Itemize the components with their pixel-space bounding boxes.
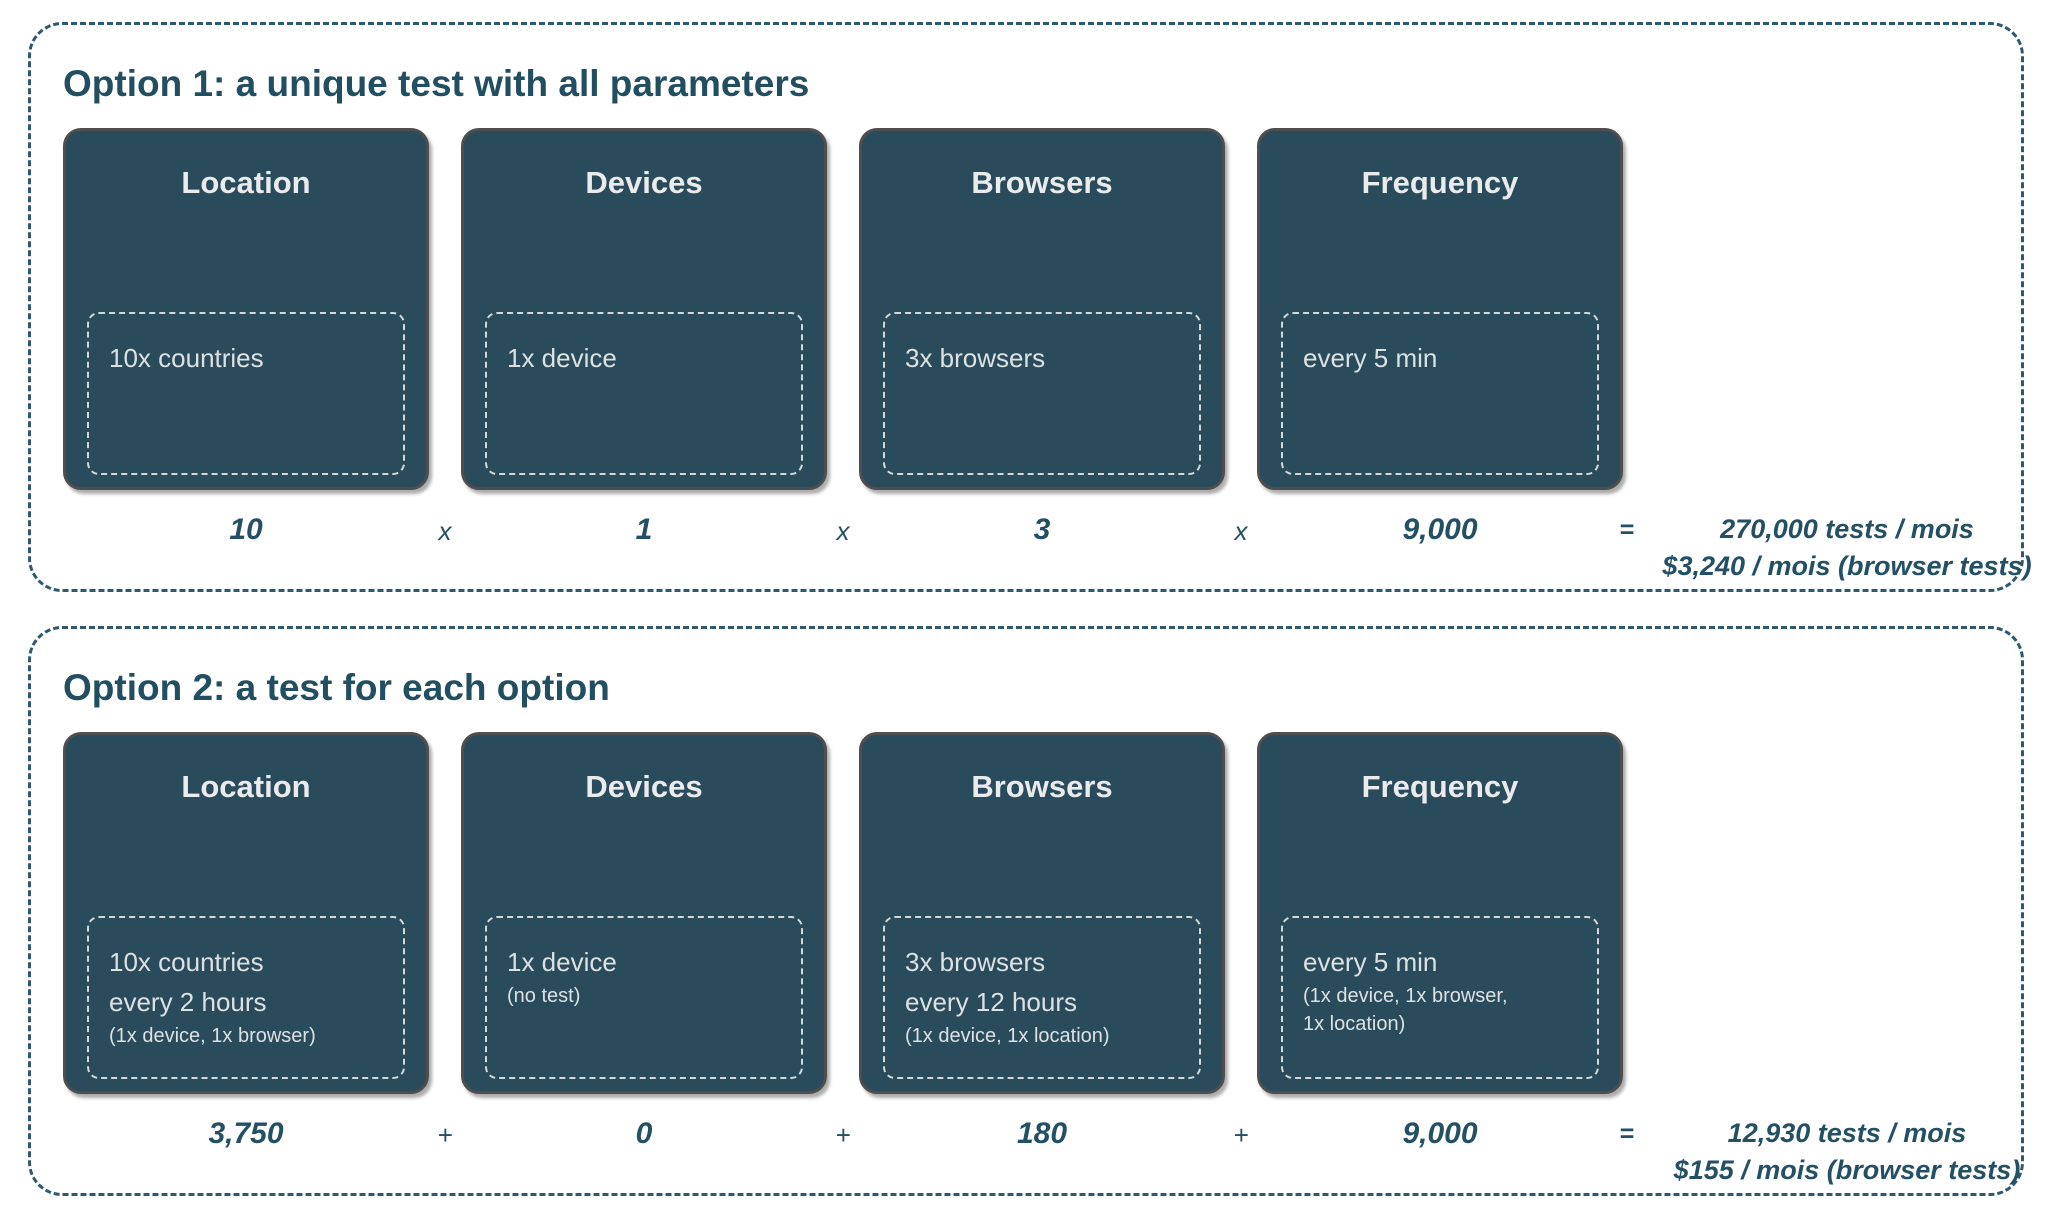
total-tests: 12,930 tests / mois bbox=[1727, 1118, 1967, 1148]
card-title: Browsers bbox=[971, 769, 1113, 804]
card-title: Frequency bbox=[1361, 769, 1519, 804]
card-value-line: every 2 hours bbox=[109, 987, 267, 1017]
card-frequency: Frequency every 5 min (1x device, 1x bro… bbox=[1257, 732, 1623, 1094]
card-title: Browsers bbox=[971, 165, 1113, 200]
card-frequency: Frequency every 5 min bbox=[1257, 128, 1623, 490]
section-title: Option 1: a unique test with all paramet… bbox=[63, 63, 810, 104]
card-devices: Devices 1x device bbox=[461, 128, 827, 490]
calculation-row: 3,750 + 0 + 180 + 9,000 bbox=[63, 1117, 1623, 1151]
calc-value: 1 bbox=[635, 513, 653, 546]
section-title: Option 2: a test for each option bbox=[63, 667, 610, 708]
option-2-section: Option 2: a test for each option Locatio… bbox=[28, 626, 2024, 1196]
calc-operator: + bbox=[835, 1120, 851, 1150]
card-value-box: every 5 min bbox=[1281, 312, 1599, 475]
option-1-section: Option 1: a unique test with all paramet… bbox=[28, 22, 2032, 592]
card-value-note: (1x device, 1x browser) bbox=[109, 1025, 316, 1047]
card-browsers: Browsers 3x browsers bbox=[859, 128, 1225, 490]
card-title: Frequency bbox=[1361, 165, 1519, 200]
equals-sign: = bbox=[1619, 1120, 1635, 1148]
calc-value: 3,750 bbox=[208, 1117, 284, 1150]
calc-value: 180 bbox=[1016, 1117, 1068, 1150]
calculation-total: = 12,930 tests / mois $155 / mois (brows… bbox=[1607, 1115, 2046, 1189]
card-value-note: (1x device, 1x browser, bbox=[1303, 985, 1508, 1007]
card-value-box: 1x device bbox=[485, 312, 803, 475]
calc-operator: x bbox=[836, 516, 850, 546]
card-value-line: 3x browsers bbox=[905, 343, 1046, 373]
calc-operator: + bbox=[1233, 1120, 1249, 1150]
card-value-note: (no test) bbox=[507, 985, 581, 1007]
card-value-line: every 5 min bbox=[1303, 947, 1438, 977]
card-value-line: every 12 hours bbox=[905, 987, 1077, 1017]
card-value-line: 10x countries bbox=[109, 343, 264, 373]
total-tests: 270,000 tests / mois bbox=[1720, 514, 1974, 544]
card-value-box: every 5 min (1x device, 1x browser, 1x l… bbox=[1281, 916, 1599, 1079]
card-value-box: 10x countries every 2 hours (1x device, … bbox=[87, 916, 405, 1079]
cards-row: Location 10x countries Devices 1x device bbox=[63, 128, 1623, 490]
calculation-total: = 270,000 tests / mois $3,240 / mois (br… bbox=[1607, 511, 2046, 585]
total-lines: 270,000 tests / mois $3,240 / mois (brow… bbox=[1647, 511, 2046, 585]
card-value-box: 1x device (no test) bbox=[485, 916, 803, 1079]
card-title: Location bbox=[181, 165, 311, 200]
calc-value: 0 bbox=[635, 1117, 653, 1150]
total-price: $155 / mois (browser tests) bbox=[1673, 1155, 2021, 1185]
calc-value: 10 bbox=[229, 513, 263, 546]
card-devices: Devices 1x device (no test) bbox=[461, 732, 827, 1094]
card-value-box: 10x countries bbox=[87, 312, 405, 475]
calc-operator: x bbox=[438, 516, 452, 546]
calc-value: 9,000 bbox=[1402, 1117, 1478, 1150]
card-location: Location 10x countries bbox=[63, 128, 429, 490]
card-title: Devices bbox=[585, 769, 703, 804]
card-browsers: Browsers 3x browsers every 12 hours (1x … bbox=[859, 732, 1225, 1094]
card-value-note: 1x location) bbox=[1303, 1013, 1406, 1035]
equals-sign: = bbox=[1619, 516, 1635, 544]
card-location: Location 10x countries every 2 hours (1x… bbox=[63, 732, 429, 1094]
calc-operator: x bbox=[1234, 516, 1248, 546]
calc-value: 9,000 bbox=[1402, 513, 1478, 546]
card-value-box: 3x browsers every 12 hours (1x device, 1… bbox=[883, 916, 1201, 1079]
cards-row: Location 10x countries every 2 hours (1x… bbox=[63, 732, 1623, 1094]
card-value-line: 3x browsers bbox=[905, 947, 1046, 977]
card-value-note: (1x device, 1x location) bbox=[905, 1025, 1110, 1047]
card-title: Location bbox=[181, 769, 311, 804]
calculation-row: 10 x 1 x 3 x 9,000 bbox=[63, 513, 1623, 547]
total-lines: 12,930 tests / mois $155 / mois (browser… bbox=[1647, 1115, 2046, 1189]
card-value-line: every 5 min bbox=[1303, 343, 1438, 373]
card-value-line: 10x countries bbox=[109, 947, 264, 977]
calc-operator: + bbox=[437, 1120, 453, 1150]
calc-value: 3 bbox=[1033, 513, 1051, 546]
card-value-line: 1x device bbox=[507, 343, 617, 373]
card-title: Devices bbox=[585, 165, 703, 200]
card-value-box: 3x browsers bbox=[883, 312, 1201, 475]
total-price: $3,240 / mois (browser tests) bbox=[1662, 551, 2032, 581]
card-value-line: 1x device bbox=[507, 947, 617, 977]
